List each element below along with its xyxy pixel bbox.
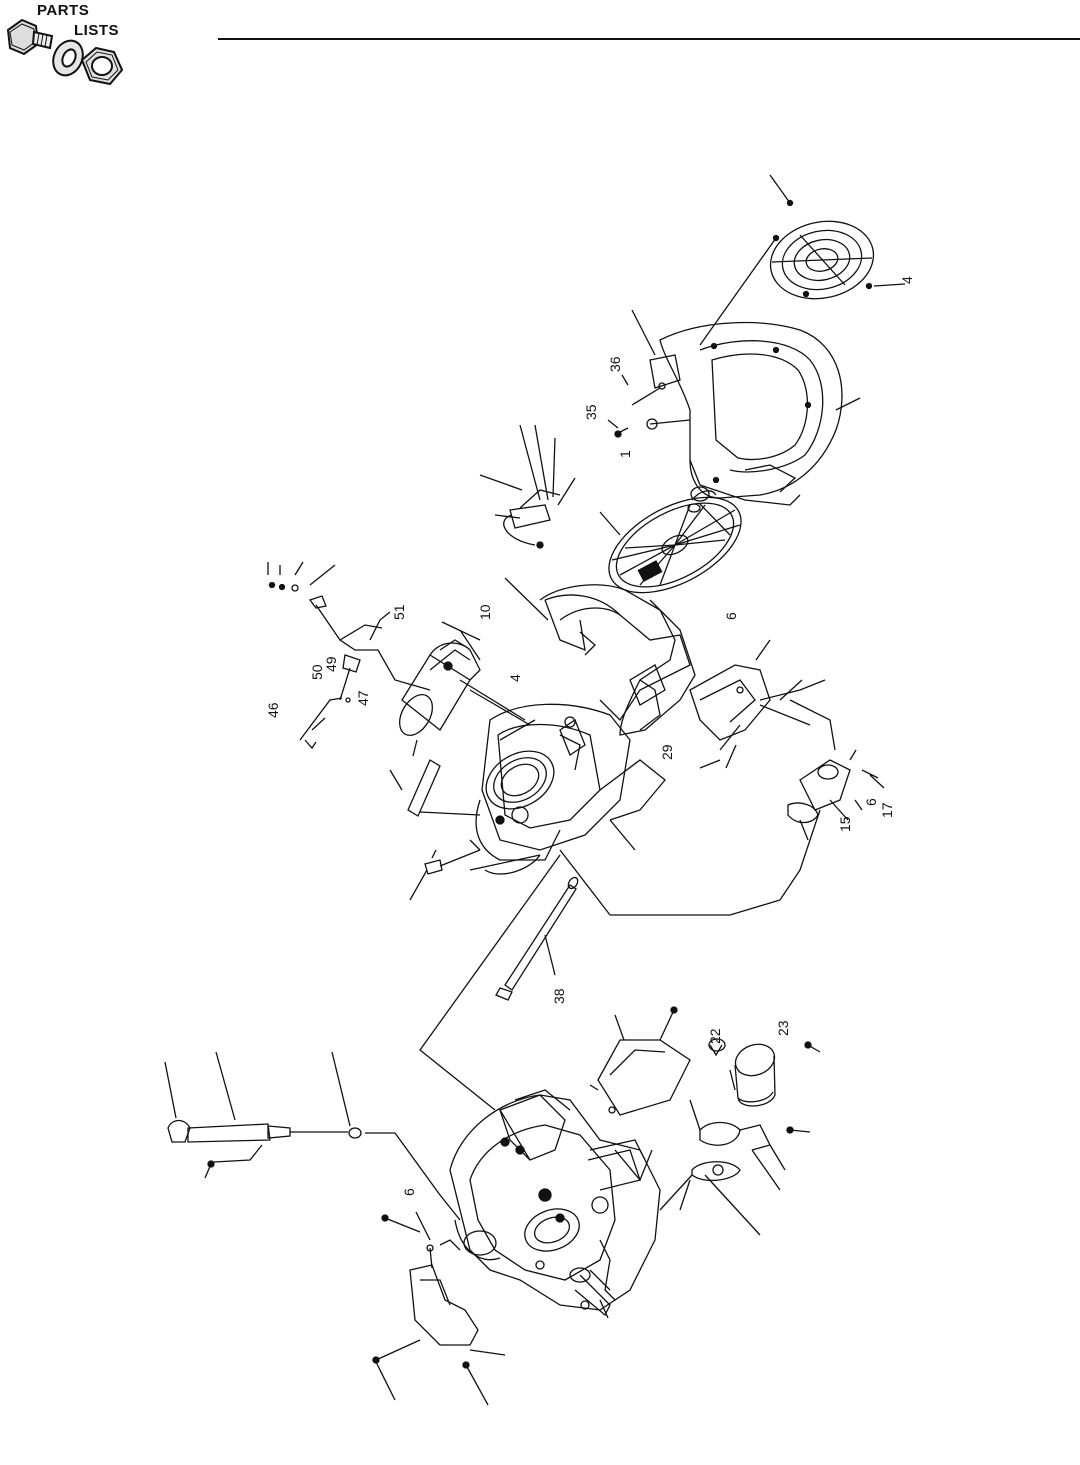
bolt-washer-nut-icon (6, 18, 124, 86)
logo-word-lists: LISTS (74, 22, 120, 39)
callout-6-right: 6 (723, 612, 739, 620)
air-shroud (504, 577, 696, 736)
heat-shield (589, 1006, 691, 1116)
dipstick-tube (495, 876, 579, 1001)
logo-word-parts: PARTS (37, 2, 90, 19)
starter-motor (398, 639, 531, 757)
spark-plug (409, 839, 481, 901)
oil-filter-adapter (659, 1038, 821, 1236)
engine-upper-assembly (475, 594, 691, 875)
parts-lists-logo: PARTS LISTS (0, 0, 150, 110)
callout-38: 38 (551, 988, 567, 1004)
blower-housing (631, 237, 861, 506)
callout-51: 51 (391, 604, 407, 620)
governor-parts (610, 749, 885, 916)
control-bracket (689, 639, 836, 769)
oil-filter (729, 1043, 776, 1107)
throttle-linkage (267, 561, 481, 750)
callout-29: 29 (659, 744, 675, 760)
callout-50: 50 (309, 664, 325, 680)
callout-6-b: 6 (863, 798, 879, 806)
dipstick-assembly (164, 1051, 461, 1221)
header-rule (218, 38, 1080, 40)
callout-47: 47 (355, 690, 371, 706)
fan-grille (769, 174, 906, 300)
callout-10: 10 (477, 604, 493, 620)
callout-22: 22 (707, 1028, 723, 1044)
callout-46: 46 (265, 702, 281, 718)
lower-baffle (372, 1211, 506, 1406)
assembly-leader-lines (419, 849, 611, 1111)
callout-35: 35 (583, 404, 599, 420)
callout-36: 36 (607, 356, 623, 372)
callout-4-mid: 4 (507, 674, 523, 682)
breather-tube (389, 759, 481, 817)
callout-6-left: 6 (401, 1188, 417, 1196)
flywheel-fan (599, 486, 742, 594)
callout-49: 49 (323, 656, 339, 672)
callout-4-grille: 4 (899, 276, 915, 284)
callout-15: 15 (837, 816, 853, 832)
housing-screws (607, 374, 691, 438)
ignition-module (479, 424, 576, 549)
callout-23: 23 (775, 1020, 791, 1036)
callout-1: 1 (617, 450, 633, 458)
crankcase (449, 1089, 661, 1319)
callout-17: 17 (879, 802, 895, 818)
